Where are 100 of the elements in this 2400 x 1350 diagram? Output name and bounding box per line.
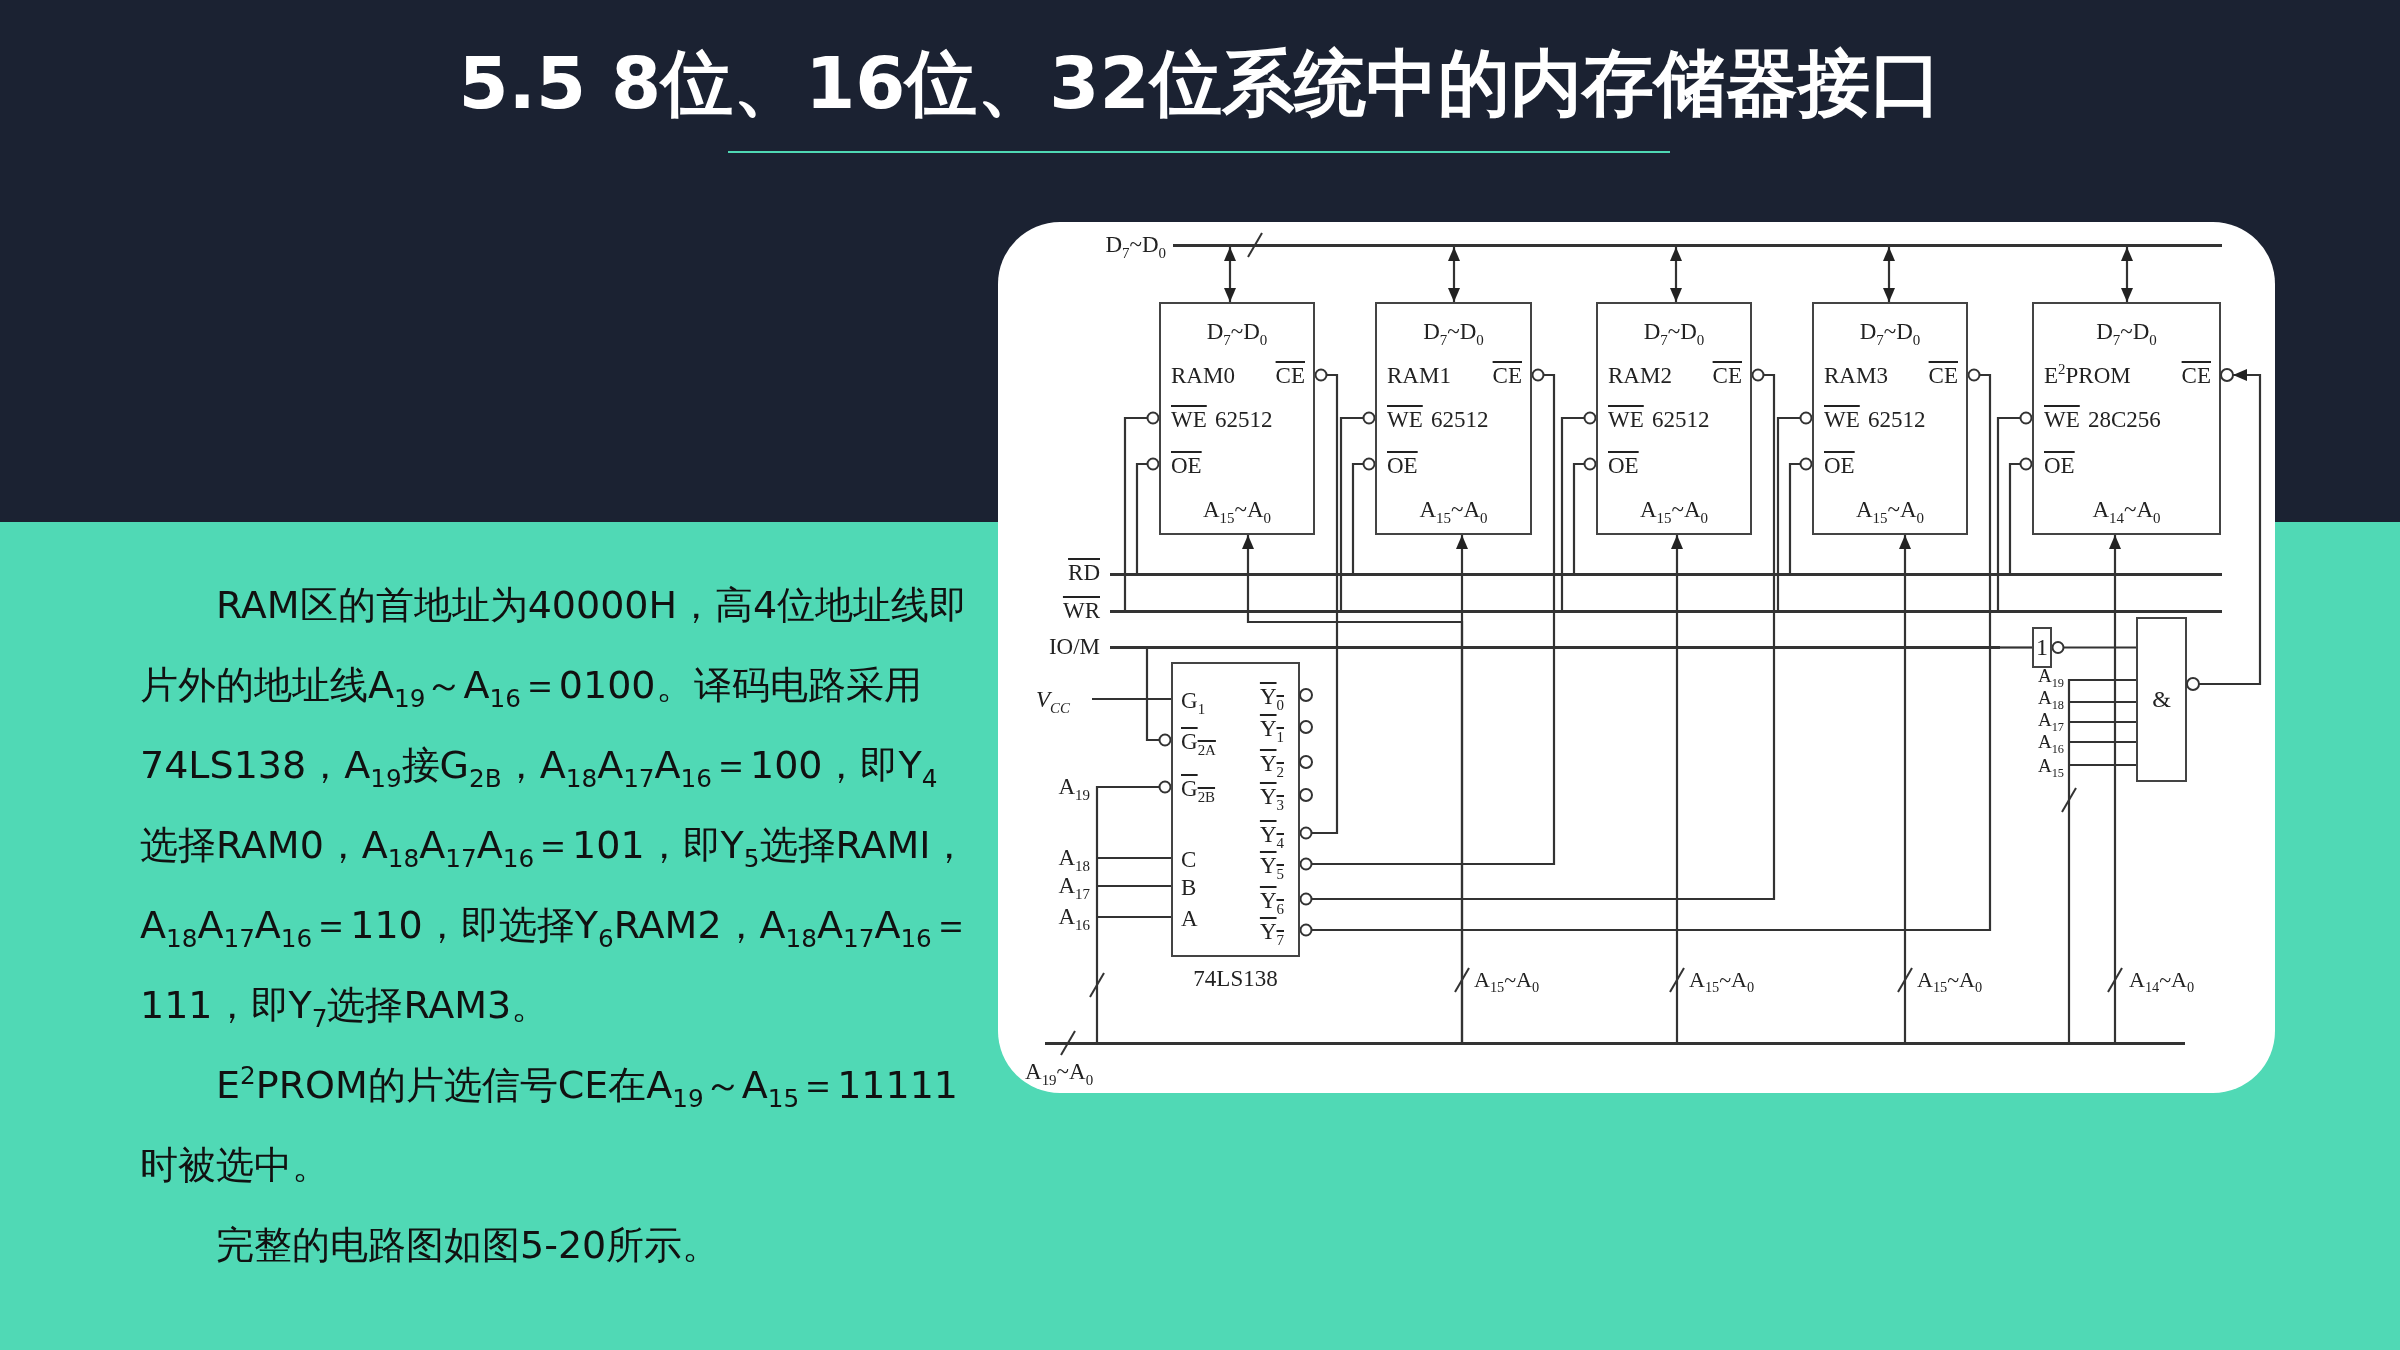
chip-name: RAM2 (1608, 363, 1672, 389)
chip-name: RAM0 (1171, 363, 1235, 389)
part-number: 28C256 (2088, 407, 2161, 433)
pin-label: Y$_{2}$ (1259, 751, 1284, 777)
signal-label: A$_{15}$ (2037, 756, 2064, 776)
part-number: 62512 (1215, 407, 1273, 433)
pin-label: WE (1608, 407, 1644, 433)
wire (1095, 780, 1173, 1044)
pin-label: Y$_{3}$ (1259, 784, 1284, 810)
signal-label: A$_{18}$ (2037, 688, 2064, 708)
decoder-chip (1171, 662, 1300, 957)
memory-chip (1812, 302, 1968, 535)
pin-label: C (1181, 847, 1197, 873)
bus-line (1110, 573, 2222, 576)
pin-label: G$_{1}$ (1181, 688, 1206, 714)
pin-label: A$_{15}$~A$_{0}$ (1854, 497, 1926, 523)
pin-label: D$_{7}$~D$_{0}$ (1205, 319, 1269, 345)
pin-label: A$_{15}$~A$_{0}$ (1201, 497, 1273, 523)
wire (2067, 678, 2138, 1044)
pin-label: B (1181, 875, 1197, 901)
signal-label: D$_{7}$~D$_{0}$ (1105, 232, 1166, 258)
pin-label: WE (1387, 407, 1423, 433)
paragraph: 完整的电路图如图5-20所示。 (215, 1222, 722, 1269)
pin-label: OE (2044, 453, 2075, 479)
chip-name: RAM3 (1824, 363, 1888, 389)
not-gate: 1 (2032, 627, 2052, 668)
wire (1299, 368, 1776, 906)
wire (2000, 646, 2032, 649)
arrow (2109, 535, 2121, 1042)
chip-name: E$^{2}$PROM (2044, 363, 2131, 389)
wire (1776, 411, 1813, 610)
paragraph: E$^{2}$PROM的片选信号CE在A$_{19}$～A$_{15}$＝11111时被选中。 (140, 1060, 960, 1189)
signal-label: A$_{16}$ (1058, 904, 1090, 930)
arrow (1456, 535, 1468, 1042)
signal-label: V$_{CC}$ (1036, 685, 1092, 715)
signal-label: A$_{17}$ (2037, 710, 2064, 730)
wire (2008, 457, 2033, 573)
memory-chip (1375, 302, 1532, 535)
wire (1092, 697, 1171, 701)
part-number: 62512 (1652, 407, 1710, 433)
title: 5.5 8位、16位、32位系统中的内存储器接口 (457, 40, 1943, 127)
pin-label: OE (1608, 453, 1639, 479)
pin-label: G$_{2B}$ (1181, 776, 1216, 802)
wire (1339, 411, 1376, 610)
pin-label: Y$_{4}$ (1259, 822, 1284, 848)
pin-label: Y$_{0}$ (1259, 684, 1284, 710)
and-gate: & (2136, 617, 2187, 782)
paragraph: RAM区的首地址为40000H，高4位地址线即片外的地址线A$_{19}$～A$_{16}$＝0100。译码电路采用74LS138，A$_{19}$接G$_{2B}$，A$_{18}$A$_{17}$A$_{16}$＝100，即Y$_{4}$选择RAM0，A$_{18}$A$_{17}$A$_{16}$＝101，即Y$_{5}$选择RAMI， A$_{18}$A$_{17}$A$_{16}$＝110，即选择Y$_{6}$RAM2，A$_{18}$A$_{17}$A$_{16}$＝111，即Y$_{7}$选择RAM3。 (140, 582, 971, 1035)
pin-label: WE (2044, 407, 2080, 433)
pin-label: CE (2181, 363, 2211, 389)
arrow (2199, 369, 2262, 686)
pin-label: G$_{2A}$ (1181, 729, 1216, 755)
wire (1135, 457, 1160, 573)
wire (1299, 368, 1992, 937)
pin-label: CE (1928, 363, 1958, 389)
arrow (1671, 535, 1683, 1042)
signal-label: A$_{16}$ (2037, 732, 2064, 752)
pin-label: D$_{7}$~D$_{0}$ (2095, 319, 2158, 345)
wire (2051, 641, 2136, 654)
signal-label: A$_{19}$ (2037, 666, 2064, 686)
pin-label: A (1181, 906, 1198, 932)
pin-label: WE (1171, 407, 1207, 433)
pin-label: Y$_{6}$ (1259, 888, 1284, 914)
pin-label: D$_{7}$~D$_{0}$ (1422, 319, 1485, 345)
wire (1788, 457, 1813, 573)
arrow (1883, 247, 1895, 302)
part-number: 62512 (1868, 407, 1926, 433)
signal-label: WR (1062, 598, 1100, 624)
wire (1351, 457, 1376, 573)
wire (1145, 649, 1172, 747)
pin-label: OE (1387, 453, 1418, 479)
pin-label: A$_{15}$~A$_{0}$ (1638, 497, 1710, 523)
arrow (1899, 535, 1911, 1042)
pin-label: OE (1171, 453, 1202, 479)
bus-line (1110, 646, 2000, 649)
pin-label: Y$_{1}$ (1259, 716, 1284, 742)
signal-label: RD (1068, 560, 1100, 586)
signal-label: IO/M (1048, 634, 1100, 660)
arrow (1670, 247, 1682, 302)
signal-label: A$_{19}$~A$_{0}$ (1025, 1059, 1094, 1085)
arrow (1448, 247, 1460, 302)
bus-line (1110, 610, 2222, 613)
wire (1299, 368, 1556, 871)
pin-label: D$_{7}$~D$_{0}$ (1858, 319, 1922, 345)
pin-label: D$_{7}$~D$_{0}$ (1642, 319, 1706, 345)
pin-label: CE (1275, 363, 1305, 389)
memory-chip (2032, 302, 2221, 535)
pin-label: A$_{14}$~A$_{0}$ (2091, 497, 2162, 523)
bus-line (1173, 244, 2222, 247)
pin-label: Y$_{7}$ (1259, 919, 1284, 945)
signal-label: A$_{18}$ (1058, 845, 1090, 871)
part-number: 74LS138 (1192, 965, 1279, 993)
part-number: 62512 (1431, 407, 1489, 433)
memory-chip (1159, 302, 1315, 535)
memory-chip (1596, 302, 1752, 535)
wire (1996, 411, 2033, 610)
pin-label: WE (1824, 407, 1860, 433)
bus-line (1045, 1042, 2185, 1045)
pin-label: Y$_{5}$ (1259, 853, 1284, 879)
chip-name: RAM1 (1387, 363, 1451, 389)
